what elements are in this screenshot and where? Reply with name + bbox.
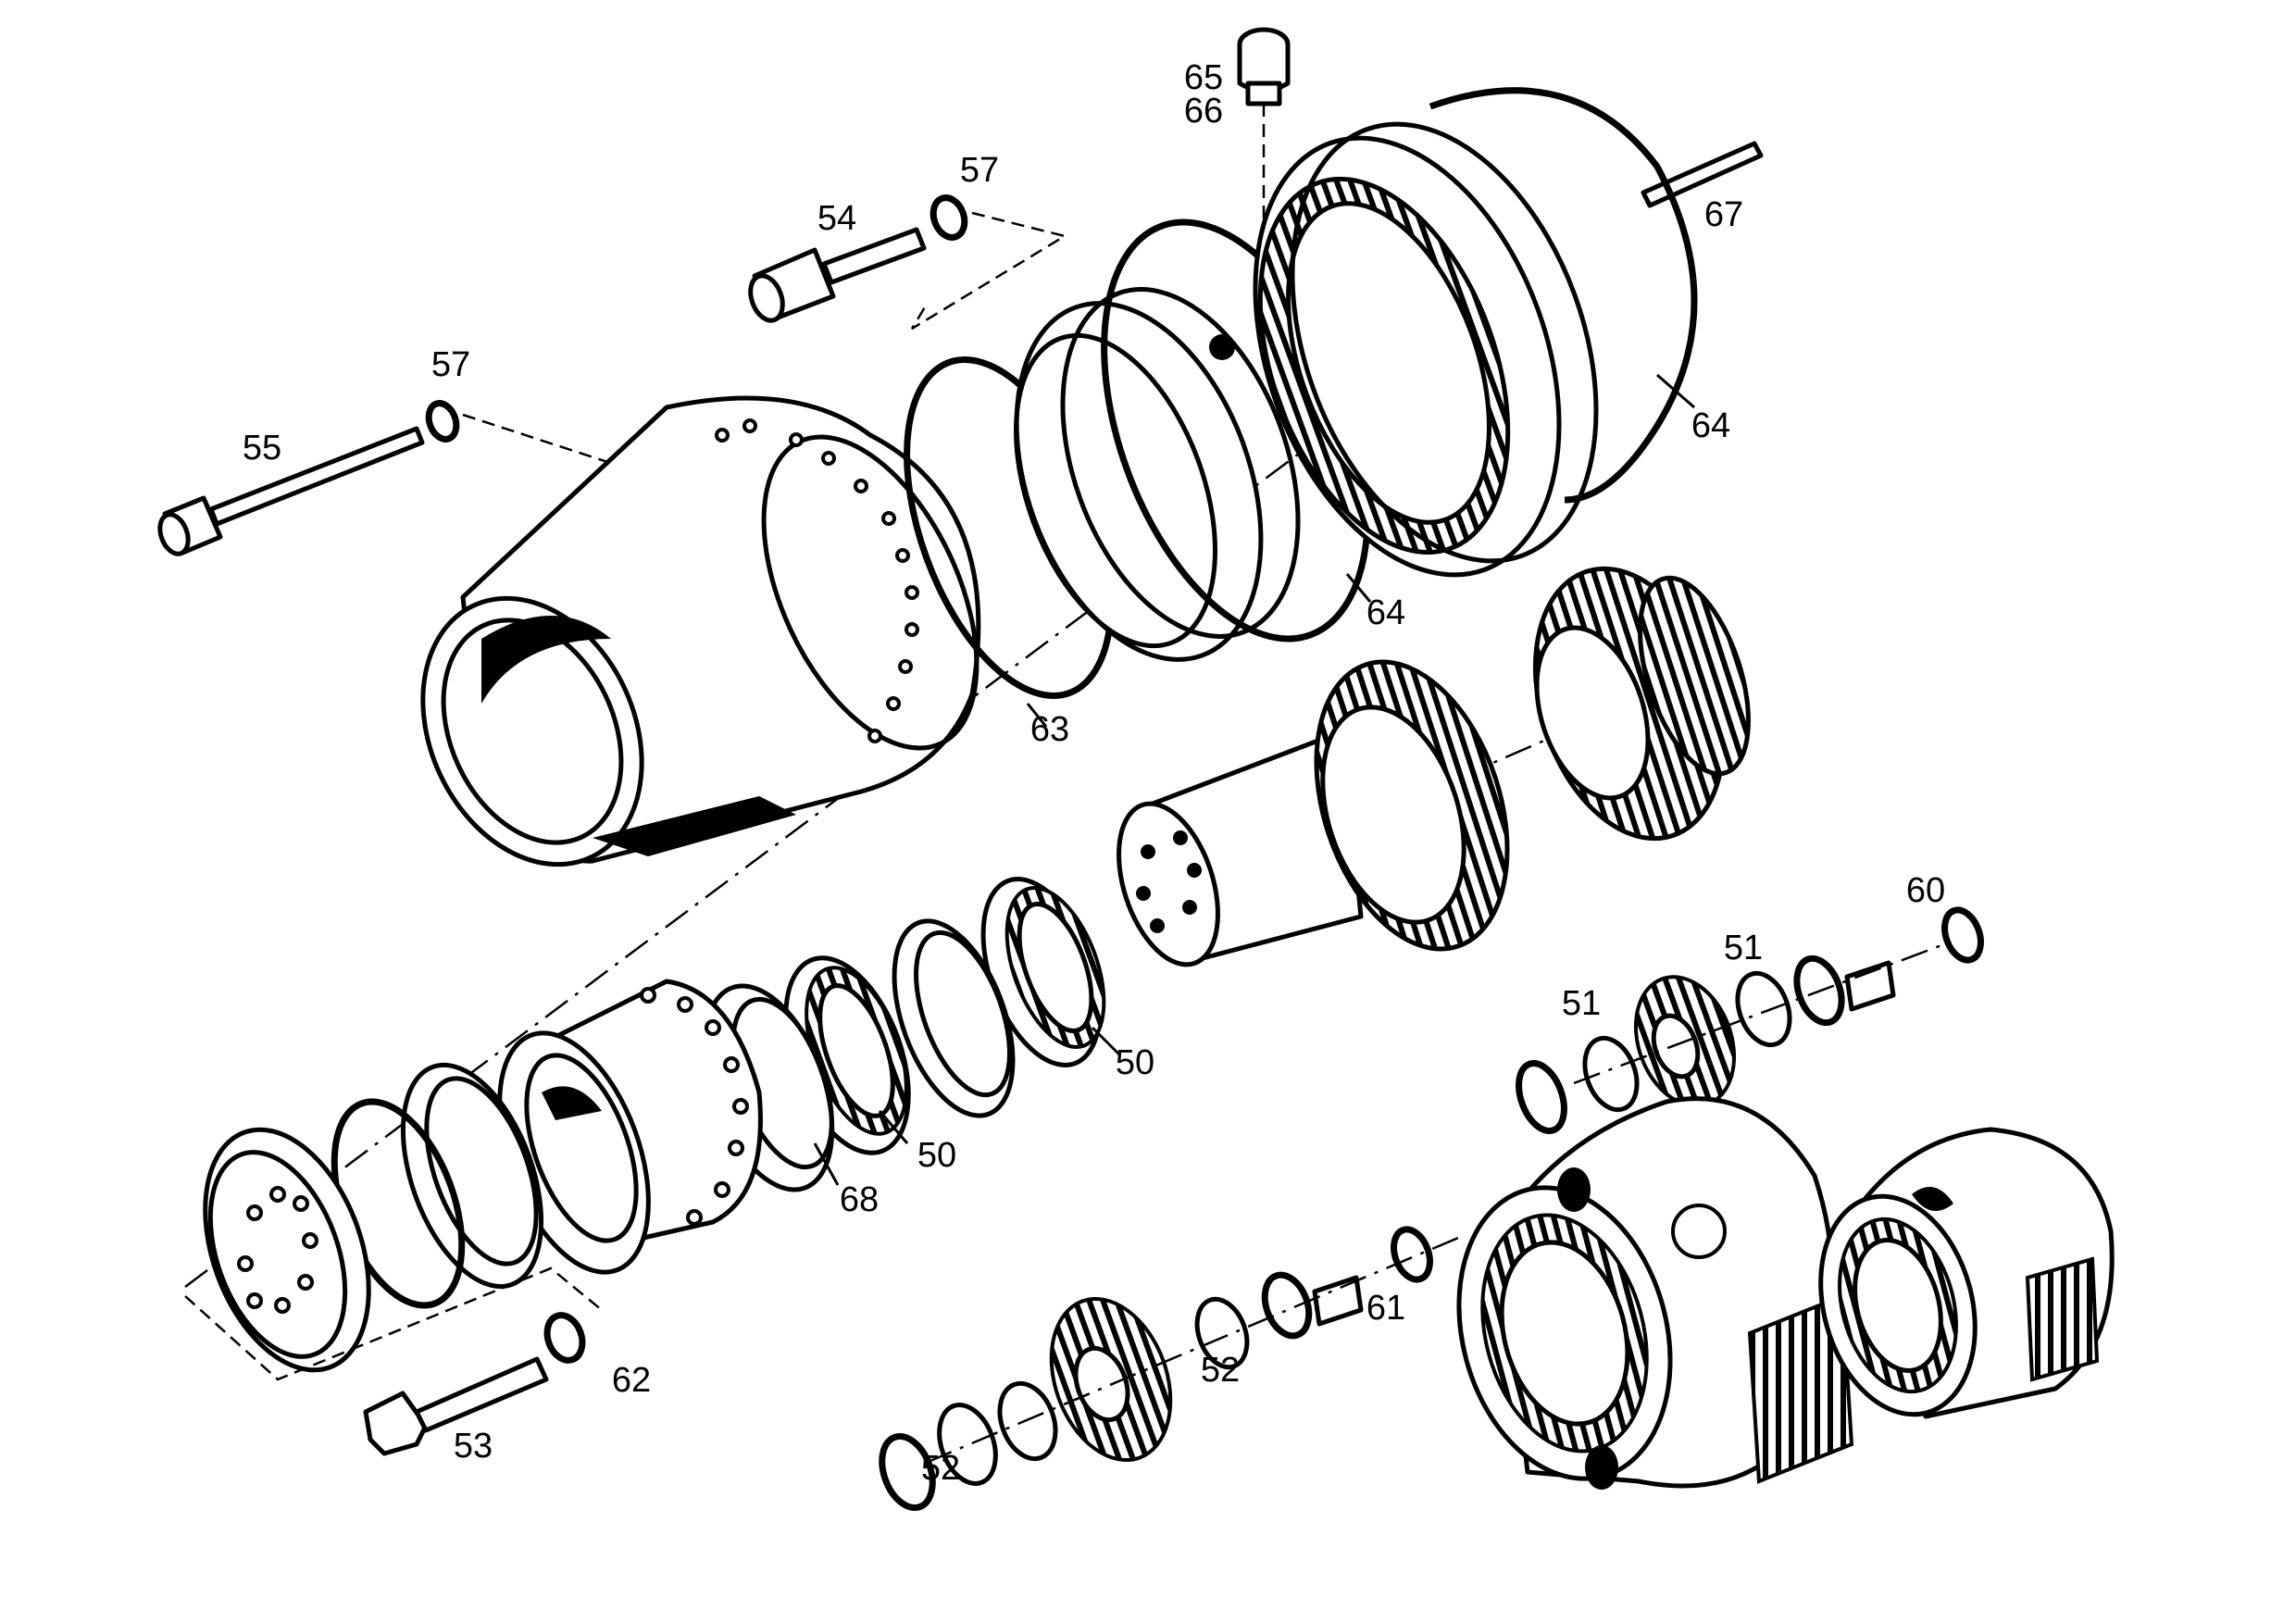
callout-53: 53 xyxy=(454,1427,493,1466)
cover-assembly-path xyxy=(184,1266,603,1381)
callout-60: 60 xyxy=(1906,871,1945,910)
part-64-o-ring-upper xyxy=(1429,87,1698,504)
bearing-spacer xyxy=(892,918,1016,1118)
leader-lines xyxy=(813,373,1695,1186)
part-50-bearing-upper xyxy=(980,877,1106,1067)
callout-51-right: 51 xyxy=(1724,929,1763,967)
callout-51-left: 51 xyxy=(1562,984,1601,1023)
callout-66: 66 xyxy=(1184,92,1223,131)
callout-67: 67 xyxy=(1704,195,1743,234)
callout-68: 68 xyxy=(840,1180,879,1219)
part-62-washer xyxy=(543,1312,586,1364)
callout-50-lower: 50 xyxy=(917,1136,956,1175)
part-65-plug-screw xyxy=(1237,27,1291,306)
part-57-washer-upper xyxy=(930,194,968,241)
callout-57-upper: 57 xyxy=(960,151,999,190)
bolt-54-assembly-path xyxy=(910,211,1068,331)
ring-gear xyxy=(1253,121,1599,578)
planet-gear-set-lower xyxy=(879,1226,1464,1512)
ring-carrier xyxy=(1014,287,1301,662)
output-carrier xyxy=(1818,1127,2115,1419)
callout-54: 54 xyxy=(817,199,856,238)
part-53-hex-bolt xyxy=(363,1356,549,1456)
sun-shaft-with-gears xyxy=(1117,566,1751,967)
callout-52-lower: 52 xyxy=(921,1449,960,1488)
part-54-socket-bolt xyxy=(748,227,927,323)
callout-63: 63 xyxy=(1030,710,1069,749)
callout-50-upper: 50 xyxy=(1116,1043,1154,1082)
callout-labels: 65 66 57 54 67 57 55 64 64 63 60 51 51 5… xyxy=(243,58,1945,1488)
callout-61: 61 xyxy=(1366,1289,1405,1328)
part-55-long-socket-bolt xyxy=(157,426,425,556)
planet-carrier xyxy=(1456,1096,1854,1490)
callout-62: 62 xyxy=(612,1361,651,1400)
callout-64-upper: 64 xyxy=(1691,406,1730,445)
end-cover xyxy=(203,1127,371,1373)
callout-55: 55 xyxy=(243,429,281,468)
part-57-washer-lower xyxy=(425,400,460,443)
callout-65: 65 xyxy=(1184,58,1223,97)
callout-64-lower: 64 xyxy=(1366,593,1405,632)
part-67-dowel-pin xyxy=(1641,141,1764,208)
housing-body xyxy=(420,395,981,867)
callout-52-upper: 52 xyxy=(1201,1351,1240,1390)
main-center-axis xyxy=(184,322,1473,1289)
planet-gear-set-upper xyxy=(1516,906,1984,1134)
callout-57-lower: 57 xyxy=(431,345,470,384)
